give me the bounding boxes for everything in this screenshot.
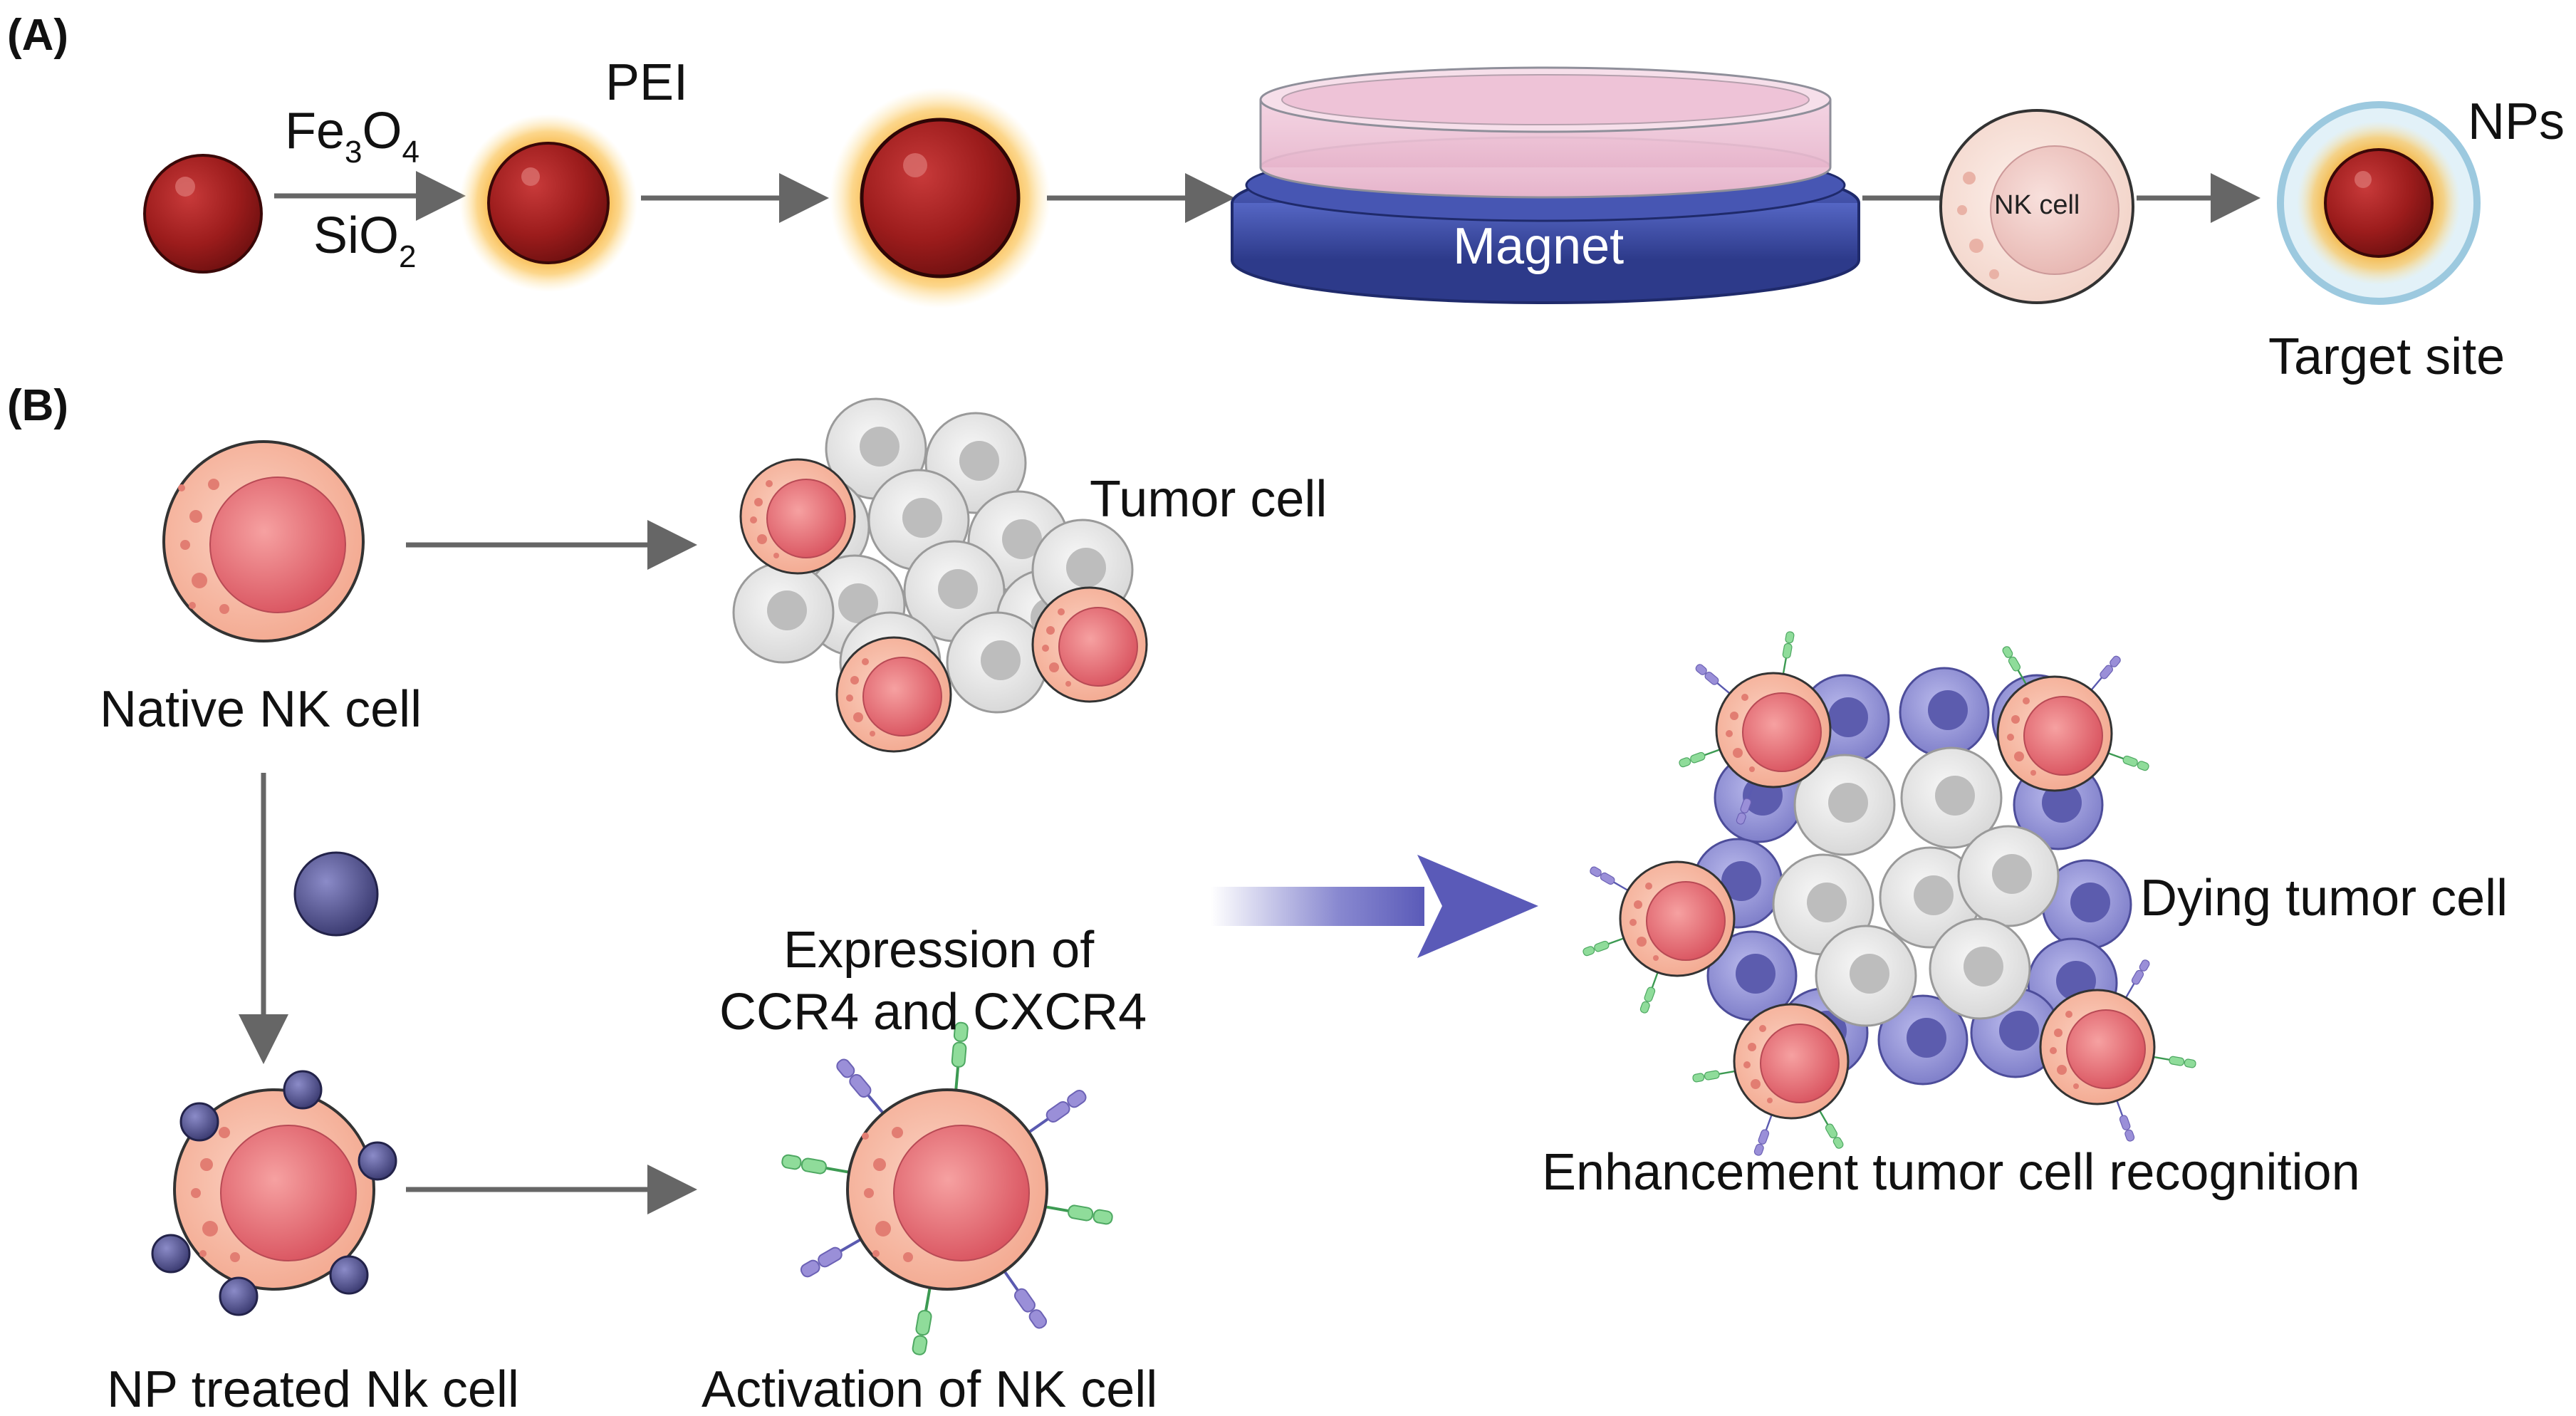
sio2-label: SiO2 <box>313 207 417 274</box>
panel-b-label: (B) <box>7 381 68 430</box>
pei-coated-nanoparticle <box>830 88 1050 308</box>
panel-a-label: (A) <box>7 11 68 60</box>
iron-oxide-core-particle <box>143 154 263 274</box>
magnet-label: Magnet <box>1453 218 1624 275</box>
target-site-label: Target site <box>2268 328 2505 385</box>
coated-nanoparticle <box>459 114 637 292</box>
nk-cell-label: NK cell <box>1994 190 2080 220</box>
enhancement-label: Enhancement tumor cell recognition <box>1542 1144 2360 1201</box>
tumor-cell-label: Tumor cell <box>1090 471 1327 528</box>
iron-nanoparticle <box>293 851 379 937</box>
activation-label: Activation of NK cell <box>702 1361 1157 1416</box>
nk-cell-carrier <box>1939 109 2134 304</box>
np-treated-nk-cell <box>151 1070 397 1316</box>
fe3o4-label: Fe3O4 <box>285 103 419 170</box>
target-site-particle <box>2277 101 2481 305</box>
big-transition-arrow <box>1211 855 1538 958</box>
native-nk-cell-label: Native NK cell <box>100 681 422 738</box>
dying-tumor-cell-label: Dying tumor cell <box>2140 870 2508 927</box>
native-nk-cell <box>162 440 365 642</box>
pei-label: PEI <box>605 54 688 111</box>
nps-label: NPs <box>2468 93 2565 150</box>
expression-line2: CCR4 and CXCR4 <box>719 984 1147 1041</box>
tumor-cell-cluster <box>732 397 1148 753</box>
magnet-dish <box>1231 66 1860 304</box>
tumor-recognition-cluster <box>1581 630 2198 1157</box>
expression-line1: Expression of <box>783 922 1095 979</box>
np-treated-label: NP treated Nk cell <box>107 1361 519 1416</box>
activated-nk-cell <box>780 1021 1115 1357</box>
